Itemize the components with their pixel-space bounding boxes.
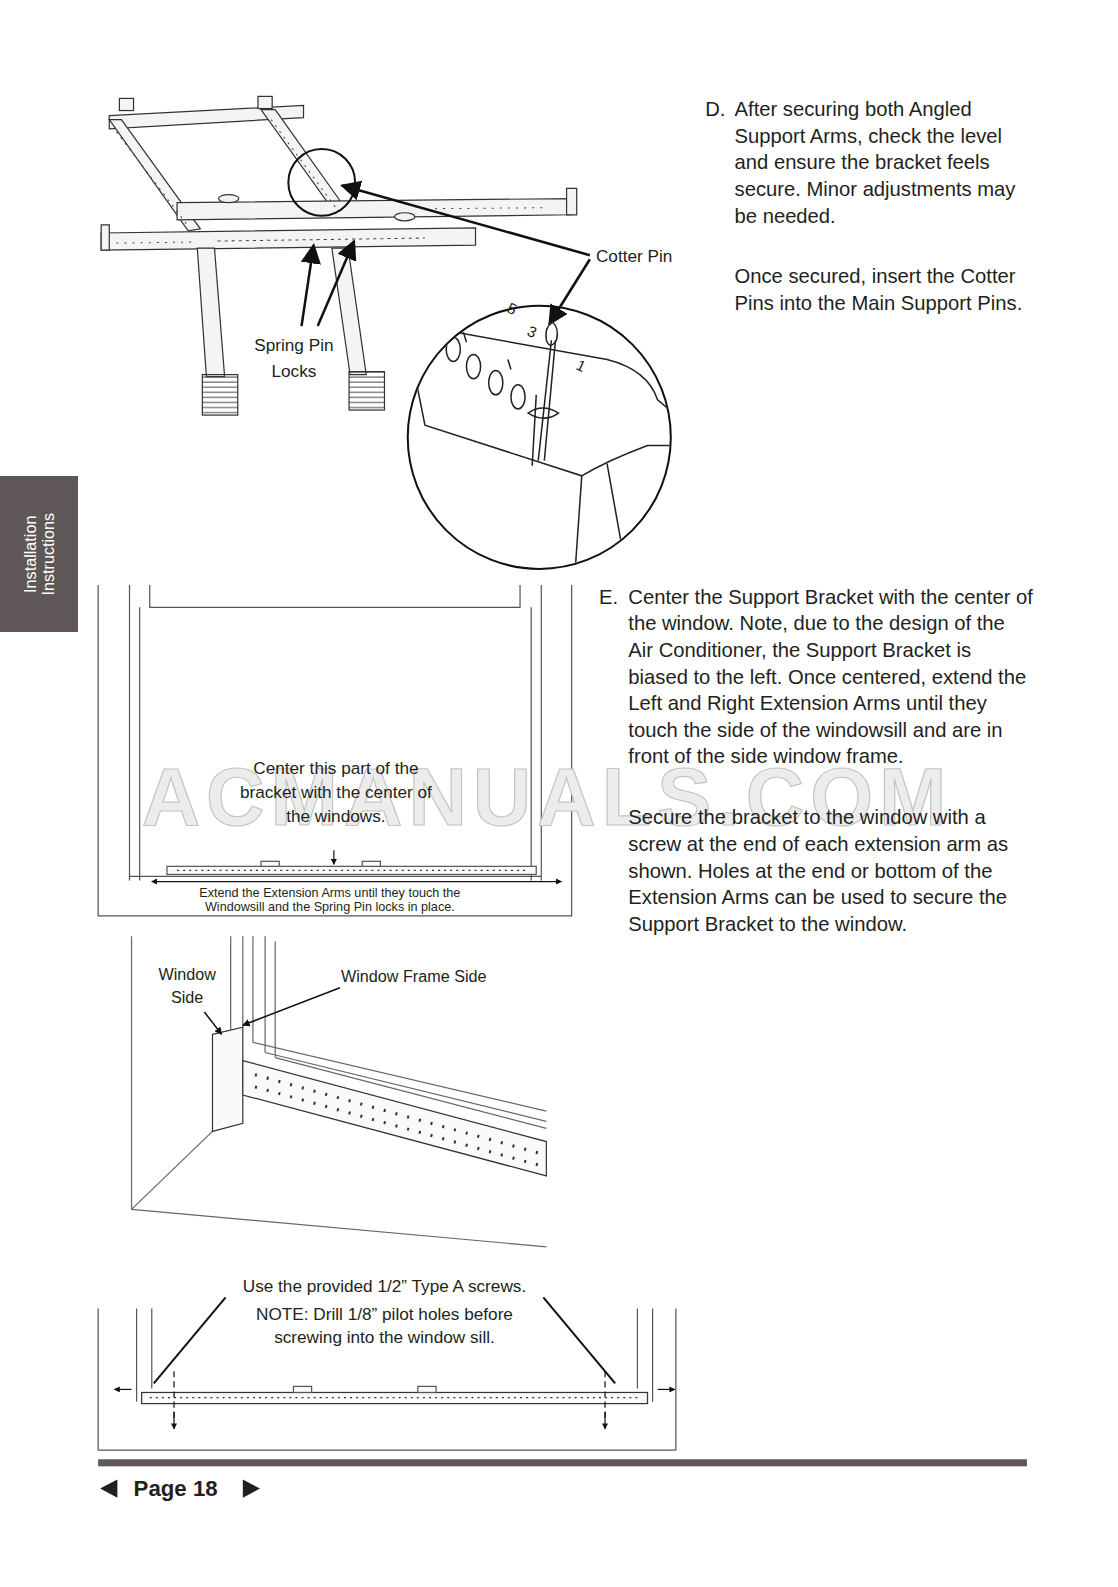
part-label: Window Side	[150, 963, 225, 1010]
section-tab: Installation Instructions	[0, 476, 78, 633]
hole-number: 1	[573, 356, 589, 377]
hole-number: 3	[524, 322, 540, 343]
instruction-text: After securing both Angled Support Arms,…	[735, 96, 1028, 229]
instruction-text: Center the Support Bracket with the cent…	[628, 584, 1033, 770]
part-label: Spring Pin Locks	[246, 332, 342, 385]
part-label: Window Frame Side	[341, 966, 487, 986]
hole-number: 5	[504, 299, 520, 320]
page-number: Page 18	[134, 1475, 218, 1503]
step-letter: D.	[705, 96, 725, 123]
part-label: Cotter Pin	[596, 246, 672, 268]
tab-label: Installation Instructions	[21, 481, 57, 628]
instruction-text: Once secured, insert the Cotter Pins int…	[735, 263, 1028, 316]
instruction-text: Secure the bracket to the window with a …	[628, 804, 1033, 937]
figure-note: Extend the Extension Arms until they tou…	[178, 886, 482, 914]
step-letter: E.	[599, 584, 618, 611]
figure-note: NOTE: Drill 1/8” pilot holes before scre…	[228, 1303, 542, 1350]
figure-note: Use the provided 1/2” Type A screws.	[218, 1276, 552, 1298]
support-bracket	[101, 96, 577, 415]
figure-note: Center this part of the bracket with the…	[235, 756, 437, 829]
